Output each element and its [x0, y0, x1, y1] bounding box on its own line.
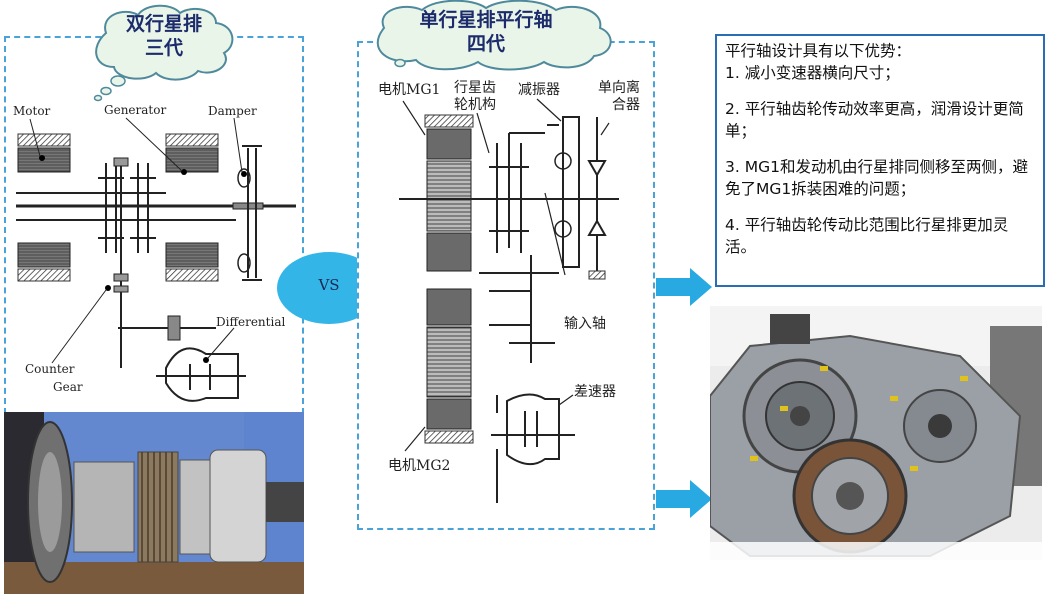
vs-label: VS — [318, 276, 340, 294]
vs-ellipse — [277, 252, 381, 324]
planetary-gear-photo — [4, 412, 304, 594]
advantage-item-4: 4. 平行轴齿轮传动比范围比行星排更加灵活。 — [725, 216, 1009, 256]
label-mg1: 电机MG1 — [378, 82, 441, 98]
left-diagram-panel — [4, 36, 304, 414]
arrow-to-photo — [656, 480, 712, 518]
label-damper-cn: 减振器 — [518, 82, 560, 98]
label-input-shaft: 输入轴 — [564, 316, 606, 332]
middle-transmission-diagram — [399, 98, 619, 503]
label-generator: Generator — [104, 103, 167, 117]
middle-cloud-title: 单行星排平行轴 四代 — [419, 9, 553, 55]
advantage-item-3: 3. MG1和发动机由行星排同侧移至两侧，避免了MG1拆装困难的问题； — [725, 158, 1028, 198]
label-damper: Damper — [208, 104, 257, 118]
left-cloud-title: 双行星排 三代 — [125, 13, 202, 59]
label-counter: Counter — [25, 362, 75, 376]
label-differential: Differential — [216, 315, 286, 329]
label-gear: Gear — [53, 380, 83, 394]
advantages-textbox: 平行轴设计具有以下优势： 1. 减小变速器横向尺寸； 2. 平行轴齿轮传动效率更… — [715, 34, 1045, 287]
left-cloud-bubble — [93, 4, 234, 102]
label-motor: Motor — [13, 104, 51, 118]
label-differential-cn: 差速器 — [574, 384, 616, 400]
transmission-housing-photo — [710, 306, 1042, 560]
label-planetary-gear: 行星齿 轮机构 — [454, 80, 496, 113]
advantages-title: 平行轴设计具有以下优势： — [725, 42, 912, 60]
label-one-way-clutch: 单向离 合器 — [598, 80, 640, 113]
left-transmission-diagram — [16, 117, 296, 402]
arrow-to-text — [656, 268, 712, 306]
middle-cloud-bubble — [376, 0, 612, 71]
label-mg2: 电机MG2 — [388, 458, 451, 474]
advantage-item-1: 1. 减小变速器横向尺寸； — [725, 64, 900, 82]
advantage-item-2: 2. 平行轴齿轮传动效率更高，润滑设计更简单； — [725, 100, 1024, 140]
